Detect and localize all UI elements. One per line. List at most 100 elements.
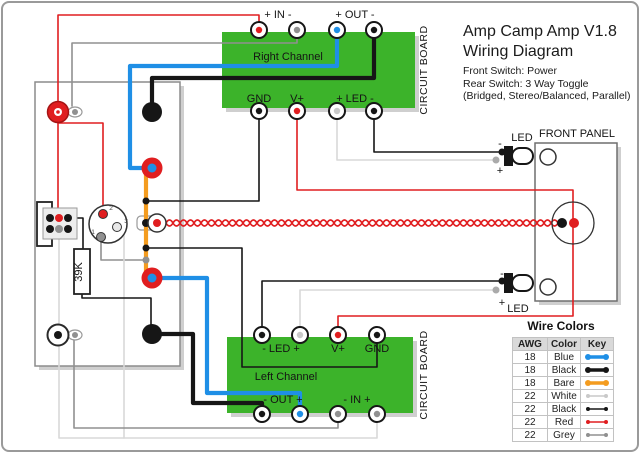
wire-blue18-right-out <box>127 28 340 171</box>
wire-awg: 18 <box>512 376 548 390</box>
panel-switch-red-dot <box>569 218 579 228</box>
wire-key-icon <box>585 367 609 373</box>
wire-key-icon <box>586 394 608 398</box>
twisted-pair-mains-strand-b <box>165 219 559 227</box>
label-botled-minus: - <box>500 268 504 280</box>
wire-key-swatch <box>580 363 614 377</box>
top-led-body <box>504 146 513 166</box>
wire-color-name: Grey <box>547 428 581 442</box>
bottom-led-neg-pin <box>498 277 506 285</box>
wire-black-gnd-left <box>145 247 378 368</box>
label-topled-plus: + <box>497 165 503 177</box>
terminal-lt-vplus-pin <box>334 331 342 339</box>
note-modes: (Bridged, Stereo/Balanced, Parallel) <box>463 90 631 102</box>
rca-right-pin <box>56 110 60 114</box>
wire-awg: 22 <box>512 428 548 442</box>
panel-power-switch <box>551 201 595 245</box>
wire-key-icon <box>586 433 608 437</box>
label-topled-minus: - <box>498 138 502 150</box>
terminal-rt-out-neg-pin <box>370 26 378 34</box>
binding-post-red-bottom-center <box>147 273 157 283</box>
wire-key-icon <box>585 354 609 360</box>
wire-key-swatch <box>580 428 614 442</box>
wire-key-swatch <box>580 376 614 390</box>
wire-table-header-key: Key <box>580 337 614 351</box>
notes-block: Front Switch: Power Rear Switch: 3 Way T… <box>463 65 631 103</box>
binding-post-black-top <box>142 102 162 122</box>
label-xlr-pin1: 1 <box>91 229 95 236</box>
junction-dot-grey <box>142 256 150 264</box>
note-rear-switch: Rear Switch: 3 Way Toggle <box>463 77 589 90</box>
panel-hole-top <box>539 148 557 166</box>
wire-key-swatch <box>580 415 614 429</box>
terminal-lb-out-neg-pin <box>258 410 266 418</box>
wire-red-vplus-chain <box>296 112 574 333</box>
wire-key-swatch <box>580 402 614 416</box>
binding-post-black-bottom <box>142 324 162 344</box>
label-right-channel: Right Channel <box>253 51 323 63</box>
terminal-lt-led-neg-pin <box>258 331 266 339</box>
note-front-switch: Front Switch: Power <box>463 65 557 77</box>
junction-dot-2 <box>142 244 150 252</box>
label-rb-gnd: GND <box>247 93 272 105</box>
terminal-lb-in-neg-pin <box>334 410 342 418</box>
switch-pin-bl <box>46 225 54 233</box>
terminal-rb-led-pos-pin <box>333 107 341 115</box>
bottom-led-body <box>504 273 513 293</box>
label-lt-gnd: GND <box>365 343 390 355</box>
wire-red-to-xlr-pin2 <box>57 122 104 213</box>
terminal-lt-led-pos-pin <box>296 331 304 339</box>
left-channel-board <box>227 337 413 413</box>
label-rt-out: + OUT - <box>335 9 375 21</box>
rca-left-tab-dot <box>72 332 78 338</box>
label-xlr-pin2: 2 <box>109 205 113 212</box>
wire-awg: 22 <box>512 415 548 429</box>
label-39k: 39K <box>73 262 85 282</box>
switch-pin-bm <box>55 225 63 233</box>
page-title-line1: Amp Camp Amp V1.8 <box>463 23 617 40</box>
wire-awg: 22 <box>512 389 548 403</box>
label-xlr-pin3: 3 <box>124 218 128 225</box>
label-circuit-board-right: CIRCUIT BOARD <box>418 25 430 114</box>
wire-black-botled-neg <box>261 280 503 333</box>
wire-color-name: Bare <box>547 376 581 390</box>
wire-awg: 22 <box>512 402 548 416</box>
wire-grey-xlr-pin1 <box>100 237 145 261</box>
xlr-pin3 <box>112 222 122 232</box>
right-channel-board <box>222 32 415 108</box>
terminal-rb-vplus-pin <box>293 107 301 115</box>
wire-black-39k-to-post <box>81 293 152 331</box>
wire-black-gnd-right <box>145 112 260 202</box>
wire-color-name: White <box>547 389 581 403</box>
wire-blue18-left-out <box>150 275 303 414</box>
label-lt-vplus: V+ <box>331 343 345 355</box>
page-title-line2: Wiring Diagram <box>463 43 574 60</box>
rca-left-center <box>54 331 62 339</box>
terminal-lb-in-pos-pin <box>373 410 381 418</box>
terminal-rb-led-neg-pin <box>370 107 378 115</box>
wire-awg: 18 <box>512 350 548 364</box>
toggle-switch-body <box>42 207 78 240</box>
wire-colors-title: Wire Colors <box>527 319 595 333</box>
label-left-channel: Left Channel <box>255 371 317 383</box>
junction-dot-1 <box>142 197 150 205</box>
label-circuit-board-left: CIRCUIT BOARD <box>418 330 430 419</box>
panel-switch-black-dot <box>557 218 567 228</box>
label-front-panel: FRONT PANEL <box>539 128 615 140</box>
wire-white-botled-pos <box>299 289 497 333</box>
binding-post-red-top-center <box>147 163 157 173</box>
resistor-39k <box>73 248 91 295</box>
top-led-bulb <box>511 147 534 165</box>
wire-white-topled-pos <box>336 112 496 161</box>
label-rb-vplus: V+ <box>290 93 304 105</box>
xlr-pin1 <box>96 232 106 242</box>
xlr-connector <box>88 204 128 244</box>
wire-black-topled-neg <box>373 112 502 153</box>
